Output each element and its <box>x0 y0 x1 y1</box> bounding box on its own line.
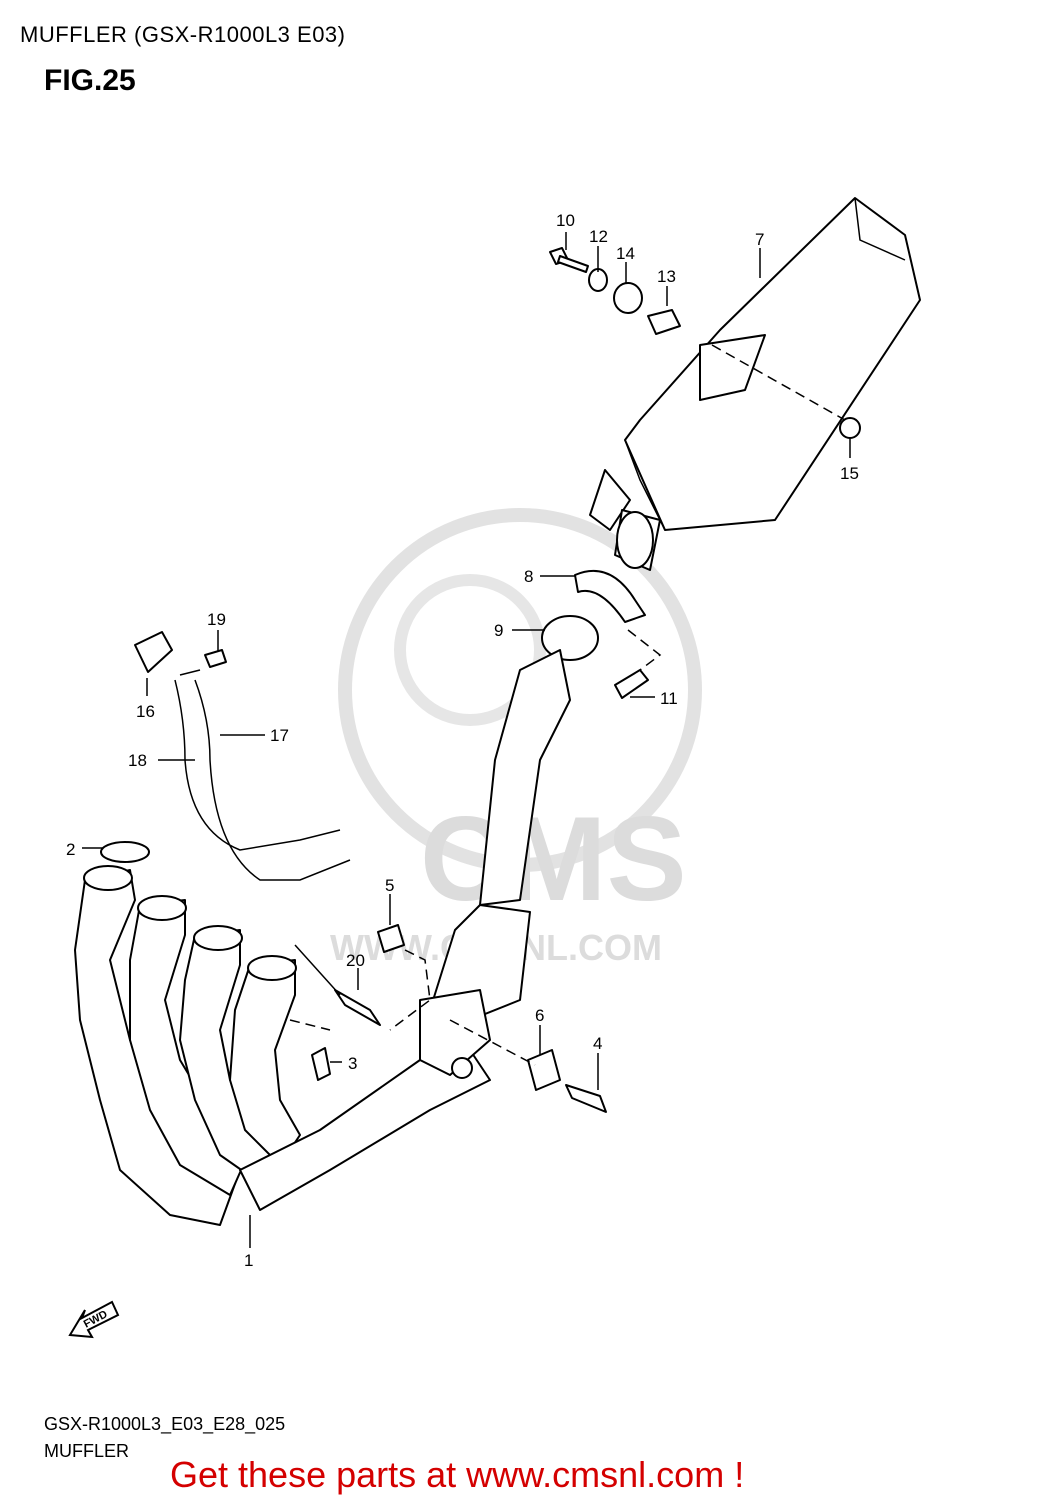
fwd-arrow-icon <box>68 1300 120 1339</box>
callout-10: 10 <box>556 211 575 230</box>
callout-11: 11 <box>660 689 678 708</box>
callout-5: 5 <box>385 876 394 895</box>
callout-13: 13 <box>657 267 676 286</box>
page-title: MUFFLER (GSX-R1000L3 E03) <box>20 22 346 47</box>
leader-lines <box>82 232 851 1248</box>
callout-12: 12 <box>589 227 608 246</box>
callout-2: 2 <box>66 840 75 859</box>
sensor-wiring <box>134 631 351 881</box>
clamp-gasket-parts <box>541 570 662 699</box>
callout-7: 7 <box>755 230 764 249</box>
callout-4: 4 <box>593 1034 602 1053</box>
callout-14: 14 <box>616 244 635 263</box>
callout-8: 8 <box>524 567 533 586</box>
forward-direction-marker: FWD <box>68 1300 120 1339</box>
callout-3: 3 <box>348 1054 357 1073</box>
callout-16: 16 <box>136 702 155 721</box>
callout-17: 17 <box>270 726 289 745</box>
callout-18: 18 <box>128 751 147 770</box>
mid-pipe <box>429 649 571 1021</box>
promo-link[interactable]: Get these parts at www.cmsnl.com ! <box>170 1454 745 1495</box>
fastener-parts <box>289 924 607 1113</box>
figure-label: FIG.25 <box>44 64 136 97</box>
callout-9: 9 <box>494 621 503 640</box>
callout-19: 19 <box>207 610 226 629</box>
callout-6: 6 <box>535 1006 544 1025</box>
callout-numbers: 1 2 3 4 5 6 7 8 9 10 11 12 13 14 15 16 1… <box>66 211 859 1270</box>
muffler-mount-hardware <box>549 247 861 439</box>
fwd-label: FWD <box>82 1308 110 1330</box>
callout-20: 20 <box>346 951 365 970</box>
watermark-brand: CMS <box>420 792 687 926</box>
muffler-part-7 <box>589 197 921 571</box>
callout-1: 1 <box>244 1251 253 1270</box>
callout-15: 15 <box>840 464 859 483</box>
exhaust-headers-part-1 <box>74 841 491 1226</box>
diagram-code: GSX-R1000L3_E03_E28_025 <box>44 1414 286 1434</box>
diagram-name: MUFFLER <box>44 1441 129 1461</box>
